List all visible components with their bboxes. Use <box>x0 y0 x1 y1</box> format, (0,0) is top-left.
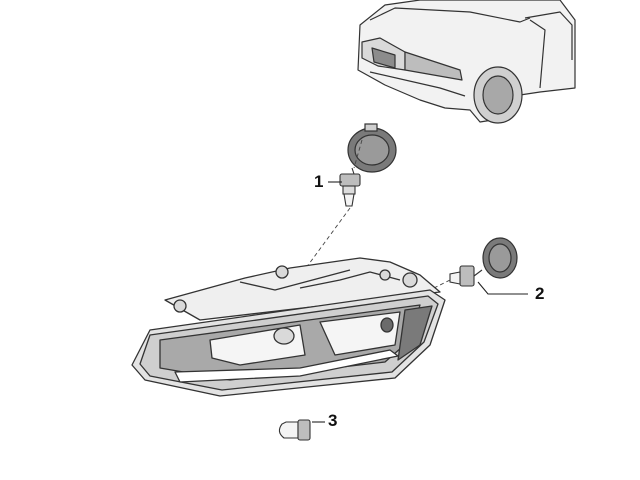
callout-number-2: 2 <box>535 284 545 303</box>
bulb-cover-cap-lower <box>482 237 518 279</box>
bulb-cover-cap-upper <box>347 123 397 173</box>
headlight-bulb-lower-icon <box>449 265 483 287</box>
vehicle-silhouette <box>357 0 576 124</box>
callout-number-3: 3 <box>328 411 338 430</box>
headlight-assembly <box>131 257 446 397</box>
headlight-bulb-upper-icon <box>339 167 361 207</box>
callout-leader-lines <box>312 181 528 423</box>
side-marker-bulb-icon <box>278 419 311 441</box>
callout-number-1: 1 <box>314 172 324 191</box>
